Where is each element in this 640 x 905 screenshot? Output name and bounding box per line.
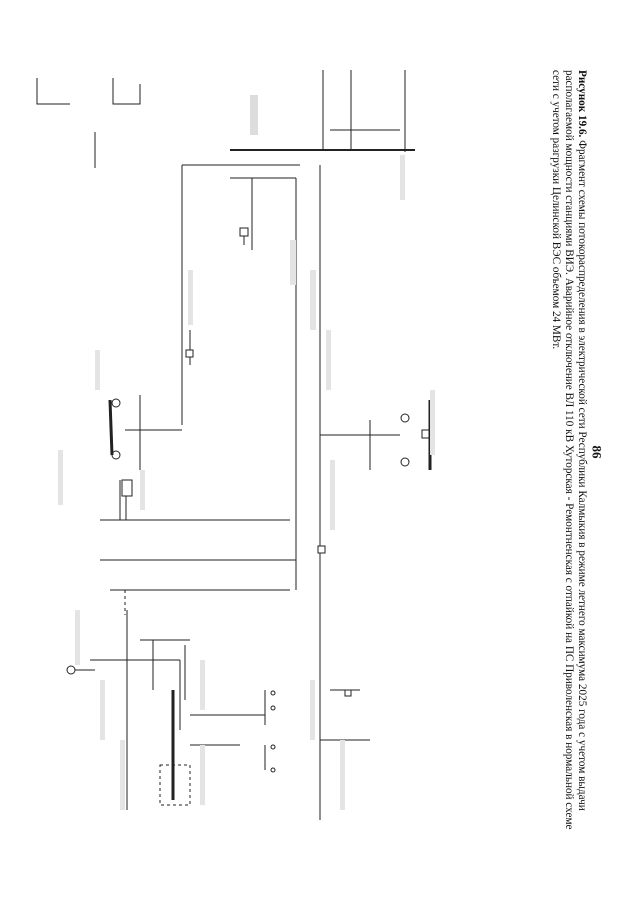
transformer: [400, 413, 410, 423]
breaker: [421, 429, 430, 439]
breaker: [344, 689, 352, 697]
load: [270, 744, 276, 750]
breaker: [239, 227, 249, 237]
dashed-boundary: [159, 764, 191, 806]
load: [270, 690, 276, 696]
load: [270, 767, 276, 773]
transformer: [400, 457, 410, 467]
page-number: 86: [589, 445, 605, 459]
breaker: [317, 545, 326, 554]
breaker: [121, 479, 133, 497]
line-segment: [36, 78, 70, 105]
line-segment: [112, 78, 141, 105]
generator: [66, 665, 76, 675]
transformer: [111, 398, 121, 408]
transformer: [111, 450, 121, 460]
figure-caption: Рисунок 19.6. Фрагмент схемы потокораспр…: [468, 70, 588, 850]
breaker: [185, 349, 194, 358]
caption-label: Рисунок 19.6.: [576, 70, 588, 138]
caption-text: Фрагмент схемы потокораспределения в эле…: [550, 70, 588, 830]
busbar: [108, 399, 114, 456]
load: [270, 705, 276, 711]
